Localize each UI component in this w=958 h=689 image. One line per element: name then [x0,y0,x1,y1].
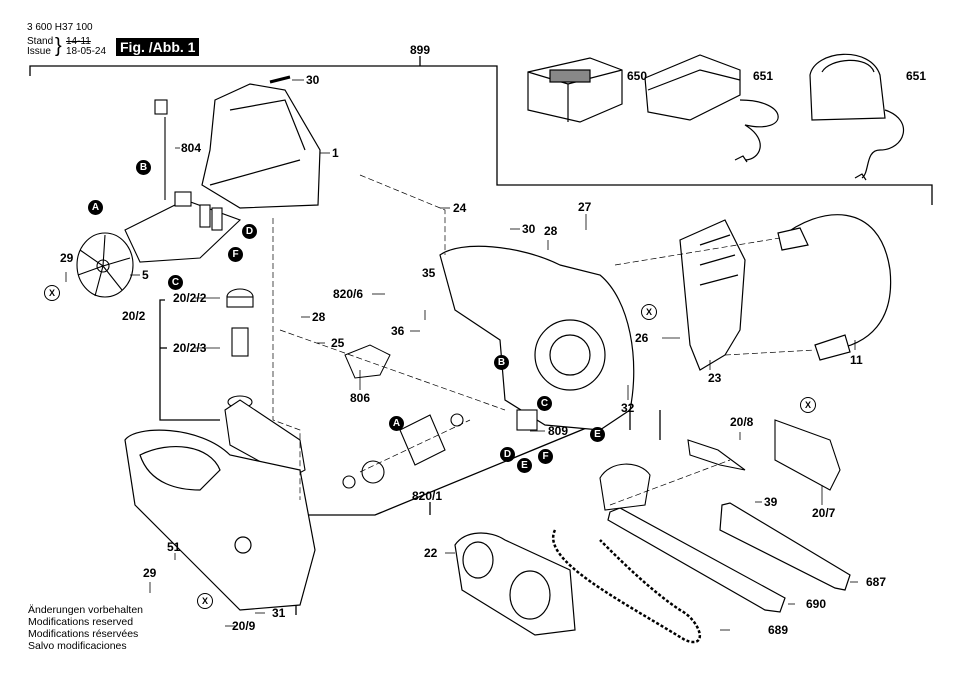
label-809: 809 [548,424,569,438]
charger-651b [809,53,904,181]
note-fr: Modifications réservées [28,628,139,640]
label-899: 899 [410,43,431,57]
front-handle-11 [777,214,892,361]
marker-d: D [242,224,257,239]
label-689: 689 [768,623,789,637]
label-28b: 28 [312,310,326,324]
marker-f-switch: F [538,449,553,464]
tensioner-plate [687,439,746,471]
note-en: Modifications reserved [28,616,134,628]
label-26: 26 [635,331,649,345]
label-804: 804 [181,141,202,155]
marker-x-spike: X [800,397,816,413]
armature [342,413,464,489]
part-number: 3 600 H37 100 [27,22,93,33]
issue-label: Issue [27,46,51,57]
marker-b: B [136,160,151,175]
label-651b: 651 [906,69,927,83]
label-651a: 651 [753,69,774,83]
issue-value: 18-05-24 [66,46,107,57]
label-51: 51 [167,540,181,554]
label-20-2-2: 20/2/2 [173,291,207,305]
label-23: 23 [708,371,722,385]
marker-x-housing: X [641,304,657,320]
note-de: Änderungen vorbehalten [28,604,144,616]
label-30b: 30 [522,222,536,236]
marker-a: A [88,200,103,215]
stand-label: Stand [27,36,54,47]
marker-e-housing: E [590,427,605,442]
rear-handle-23 [679,219,746,371]
oil-tank [224,288,306,479]
label-1: 1 [332,146,339,160]
marker-d-switch: D [500,447,515,462]
figure-badge: Fig. /Abb. 1 [116,38,200,56]
frame-899 [29,65,933,205]
note-es: Salvo modificaciones [28,640,127,652]
marker-c: C [168,275,183,290]
label-820-1: 820/1 [412,489,443,503]
sprocket [599,463,651,511]
bar-cover-22 [454,532,576,636]
fan-5 [76,232,134,298]
label-35: 35 [422,266,436,280]
pcb-804 [124,99,242,263]
label-690: 690 [806,597,827,611]
label-27: 27 [578,200,592,214]
switch-809 [516,409,538,431]
brace-icon: } [55,35,62,57]
label-24: 24 [453,201,467,215]
label-30a: 30 [306,73,320,87]
guard-687 [719,502,851,591]
marker-f: F [228,247,243,262]
marker-e-switch: E [517,458,532,473]
label-20-9: 20/9 [232,619,256,633]
charger-651a [644,54,779,163]
marker-a-switch: A [389,416,404,431]
marker-x-fan: X [44,285,60,301]
switch-806 [344,344,391,379]
label-687: 687 [866,575,887,589]
motor-housing [439,245,635,431]
label-39: 39 [764,495,778,509]
label-25: 25 [331,336,345,350]
label-28a: 28 [544,224,558,238]
notes-block: Änderungen vorbehalten Modifications res… [28,604,143,652]
label-820-6: 820/6 [333,287,364,301]
label-20-8: 20/8 [730,415,754,429]
battery-650 [527,57,623,123]
label-20-2: 20/2 [122,309,146,323]
marker-x-handle: X [197,593,213,609]
stand-value: 14-11 [66,36,91,47]
label-32: 32 [621,401,635,415]
label-29b: 29 [143,566,157,580]
chain-689 [551,529,702,644]
main-housing [124,429,316,611]
label-5: 5 [142,268,149,282]
marker-c-housing: C [537,396,552,411]
label-20-2-3: 20/2/3 [173,341,207,355]
label-29a: 29 [60,251,74,265]
spike-20-7 [774,419,841,491]
marker-b-housing: B [494,355,509,370]
label-11: 11 [850,353,863,367]
label-20-7: 20/7 [812,506,836,520]
label-650: 650 [627,69,648,83]
cover-1 [201,83,321,209]
label-36: 36 [391,324,405,338]
label-22: 22 [424,546,438,560]
label-31: 31 [272,606,286,620]
label-806: 806 [350,391,371,405]
